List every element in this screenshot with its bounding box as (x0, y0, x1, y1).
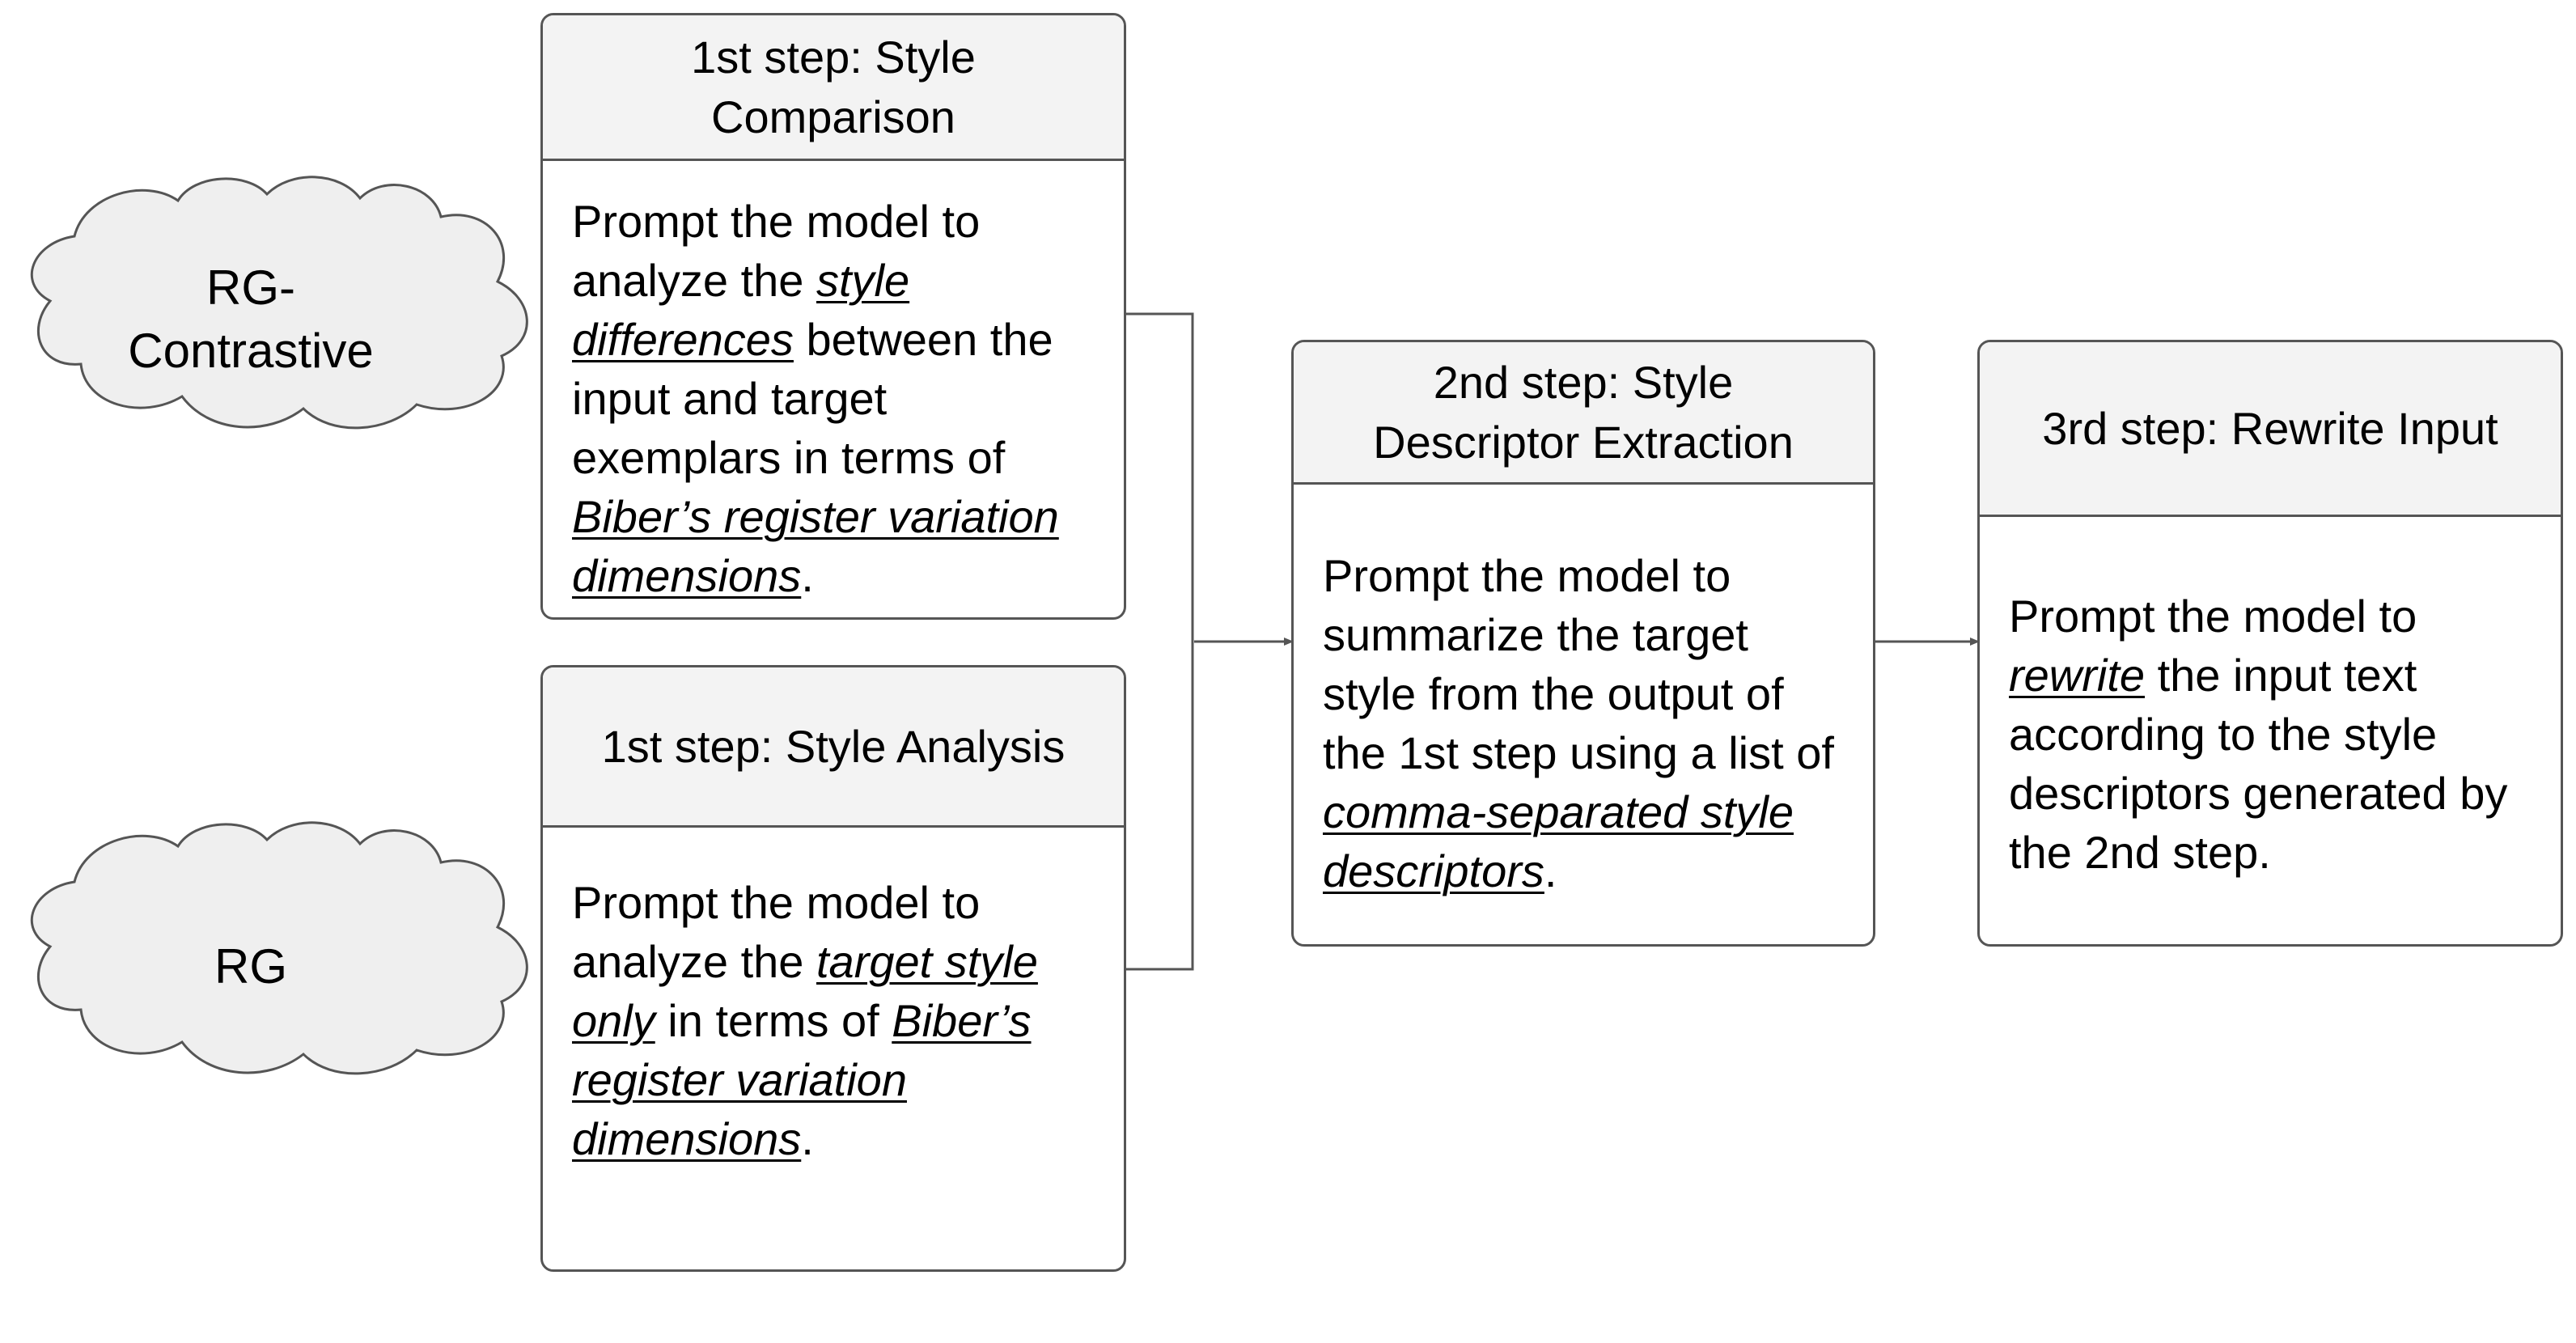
step1-analysis-header: 1st step: Style Analysis (543, 667, 1124, 828)
emphasis-biber-dimensions: Biber’s register variation dimensions (572, 995, 1032, 1164)
step1-comparison-box: 1st step: Style Comparison Prompt the mo… (540, 13, 1126, 620)
body-text: . (801, 1113, 814, 1164)
emphasis-style-differences: style differences (572, 255, 910, 365)
step1-comparison-title-line: Comparison (711, 91, 955, 142)
body-text: Prompt the model to analyze the (572, 196, 981, 306)
emphasis-target-style-only: target style only (572, 936, 1038, 1046)
body-text: Prompt the model to summarize the target… (1323, 550, 1834, 778)
cloud-rg (30, 821, 528, 1075)
emphasis-comma-separated-descriptors: comma-separated style descriptors (1323, 786, 1794, 896)
step1-comparison-body: Prompt the model to analyze the style di… (543, 161, 1124, 605)
body-text: between the input and target exemplars i… (572, 314, 1053, 483)
step2-box: 2nd step: Style Descriptor Extraction Pr… (1291, 340, 1875, 947)
step3-header: 3rd step: Rewrite Input (1980, 342, 2561, 517)
cloud-label-line: Contrastive (128, 324, 374, 378)
cloud-label-rg: RG (73, 890, 429, 1044)
step3-body: Prompt the model to rewrite the input te… (1980, 517, 2561, 882)
step2-header: 2nd step: Style Descriptor Extraction (1294, 342, 1873, 485)
step1-comparison-title-line: 1st step: Style (691, 31, 976, 83)
body-text: Prompt the model to analyze the (572, 877, 981, 987)
body-text: . (1544, 845, 1557, 896)
cloud-label-rg-contrastive: RG- Contrastive (73, 243, 429, 396)
step3-box: 3rd step: Rewrite Input Prompt the model… (1977, 340, 2563, 947)
merge-connector (1126, 312, 1194, 971)
body-text: . (801, 550, 814, 601)
step2-title-line: 2nd step: Style (1433, 356, 1734, 408)
cloud-rg-contrastive (30, 176, 528, 430)
emphasis-rewrite: rewrite (2009, 650, 2146, 701)
step1-analysis-box: 1st step: Style Analysis Prompt the mode… (540, 665, 1126, 1272)
step1-comparison-header: 1st step: Style Comparison (543, 15, 1124, 161)
step1-analysis-title: 1st step: Style Analysis (601, 720, 1066, 772)
step2-body: Prompt the model to summarize the target… (1294, 485, 1873, 900)
step2-title-line: Descriptor Extraction (1373, 416, 1794, 468)
step3-title: 3rd step: Rewrite Input (2042, 402, 2498, 454)
cloud-label-line: RG- (206, 261, 295, 315)
body-text: the input text according to the style de… (2009, 650, 2508, 878)
emphasis-biber-dimensions: Biber’s register variation dimensions (572, 491, 1059, 601)
body-text: in terms of (655, 995, 892, 1046)
body-text: Prompt the model to (2009, 591, 2417, 642)
cloud-label-text: RG (214, 939, 287, 993)
step1-analysis-body: Prompt the model to analyze the target s… (543, 828, 1124, 1168)
